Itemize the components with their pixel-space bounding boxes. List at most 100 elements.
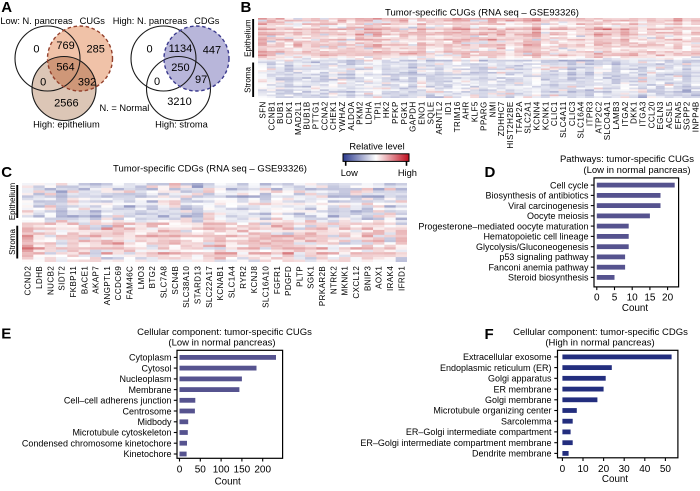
svg-text:PPARG: PPARG [479,101,488,131]
svg-text:ITGA3: ITGA3 [639,101,648,126]
svg-text:392: 392 [78,77,96,89]
svg-text:Nucleoplasm: Nucleoplasm [119,374,171,384]
svg-text:0: 0 [177,464,183,475]
svg-text:TRIM16: TRIM16 [453,101,462,132]
svg-text:10: 10 [627,292,639,303]
svg-text:SLC38A10: SLC38A10 [182,266,191,308]
svg-text:Stroma: Stroma [8,229,17,255]
svg-text:PRKAR2B: PRKAR2B [318,266,327,306]
svg-text:SGPP2: SGPP2 [683,101,692,130]
svg-text:Membrane: Membrane [128,385,171,395]
svg-text:YWHAZ: YWHAZ [338,101,347,132]
svg-text:SFN: SFN [258,101,267,118]
svg-text:INPP4B: INPP4B [692,101,700,132]
svg-text:SLC16A4: SLC16A4 [577,101,586,138]
svg-text:SIDT2: SIDT2 [58,266,67,291]
svg-text:BNIP3: BNIP3 [363,266,372,291]
svg-text:Sarcolemma: Sarcolemma [501,416,552,426]
svg-text:CCND2: CCND2 [24,266,33,296]
svg-text:TFAP2A: TFAP2A [515,101,524,134]
svg-text:PTTG1: PTTG1 [311,101,320,129]
svg-text:High: High [398,168,417,178]
svg-text:50: 50 [195,464,207,475]
svg-text:N. = Normal: N. = Normal [100,103,150,113]
svg-text:SLC22A17: SLC22A17 [205,266,214,308]
svg-text:Oocyte meiosis: Oocyte meiosis [527,211,589,221]
svg-text:(Low in normal pancreas): (Low in normal pancreas) [583,165,690,176]
svg-text:p53 signaling pathway: p53 signaling pathway [499,252,589,262]
svg-text:20: 20 [662,292,674,303]
svg-text:Kinetochore: Kinetochore [123,449,171,459]
svg-text:D: D [485,164,496,181]
svg-text:TPI1: TPI1 [373,101,382,120]
svg-text:F: F [485,326,494,343]
svg-text:NMI: NMI [488,101,497,117]
svg-text:Count: Count [622,303,648,314]
svg-text:Biosynthesis of antibiotics: Biosynthesis of antibiotics [485,191,589,201]
svg-text:Stroma: Stroma [244,67,253,93]
svg-text:5: 5 [612,292,618,303]
svg-text:Count: Count [215,476,241,486]
svg-text:PGK1: PGK1 [400,101,409,124]
svg-text:CLIC3: CLIC3 [568,101,577,126]
svg-text:Golgi apparatus: Golgi apparatus [488,374,552,384]
svg-text:HK2: HK2 [382,101,391,118]
svg-text:Golgi membrane: Golgi membrane [485,395,552,405]
svg-text:150: 150 [234,464,251,475]
svg-text:High: N. pancreas: High: N. pancreas [113,16,188,26]
svg-text:LDHB: LDHB [35,266,44,289]
svg-text:NTRK2: NTRK2 [329,266,338,294]
svg-text:0: 0 [146,44,152,56]
svg-text:SLC7A8: SLC7A8 [160,266,169,298]
svg-text:Steroid biosynthesis: Steroid biosynthesis [508,273,589,283]
svg-text:CLIC1: CLIC1 [550,101,559,126]
svg-text:Condensed chromosome kinetocho: Condensed chromosome kinetochore [22,438,172,448]
svg-text:Cytosol: Cytosol [141,363,171,373]
svg-text:B: B [241,0,252,16]
svg-text:GAPDH: GAPDH [409,101,418,132]
svg-text:C: C [1,164,12,181]
svg-text:EFNA5: EFNA5 [674,101,683,129]
svg-text:Glycolysis/Gluconeogenesis: Glycolysis/Gluconeogenesis [476,242,589,252]
svg-text:KCNJ8: KCNJ8 [250,266,259,294]
svg-text:Cell cycle: Cell cycle [550,180,589,190]
svg-text:285: 285 [87,44,105,56]
svg-text:ER–Golgi intermediate compartm: ER–Golgi intermediate compartment [406,427,552,437]
svg-text:BUB1: BUB1 [276,101,285,124]
svg-text:Progesterone–mediated oocyte m: Progesterone–mediated oocyte maturation [418,221,588,231]
svg-text:BTG2: BTG2 [148,266,157,289]
svg-text:30: 30 [619,464,631,475]
svg-text:769: 769 [56,40,74,52]
svg-text:CCNB1: CCNB1 [267,101,276,130]
svg-text:ATP2C2: ATP2C2 [594,101,603,133]
svg-text:ER membrane: ER membrane [493,384,551,394]
svg-text:CUGs: CUGs [80,16,106,26]
svg-text:Dendrite membrane: Dendrite membrane [472,449,552,459]
svg-text:50: 50 [660,464,672,475]
svg-text:PLTP: PLTP [295,266,304,287]
svg-text:Midbody: Midbody [137,417,172,427]
svg-text:0: 0 [560,464,566,475]
svg-text:Relative level: Relative level [349,142,404,152]
svg-text:Cellular component: tumor-spec: Cellular component: tumor-specific CUGs [137,327,312,338]
svg-text:A: A [1,0,12,16]
svg-text:LDHA: LDHA [365,101,374,124]
svg-text:20: 20 [598,464,610,475]
svg-text:CCNA2: CCNA2 [320,101,329,130]
svg-text:ALDOA: ALDOA [347,101,356,130]
svg-text:(Low in normal pancreas): (Low in normal pancreas) [168,337,275,348]
svg-text:High: stroma: High: stroma [155,120,209,130]
svg-text:AKAP7: AKAP7 [92,266,101,294]
svg-text:CXCL12: CXCL12 [352,266,361,299]
svg-text:200: 200 [254,464,271,475]
svg-text:Low: Low [341,168,358,178]
svg-text:ARNTL2: ARNTL2 [435,101,444,134]
svg-text:PFKP: PFKP [391,101,400,124]
svg-text:Low: N. pancreas: Low: N. pancreas [0,16,73,26]
svg-text:ITGA2: ITGA2 [621,101,630,126]
svg-text:FGFR1: FGFR1 [273,266,282,294]
svg-text:E: E [1,326,11,343]
svg-text:(High in normal pancreas): (High in normal pancreas) [545,337,654,348]
svg-text:STARD13: STARD13 [194,266,203,304]
svg-text:Microtubule cytoskeleton: Microtubule cytoskeleton [72,428,171,438]
